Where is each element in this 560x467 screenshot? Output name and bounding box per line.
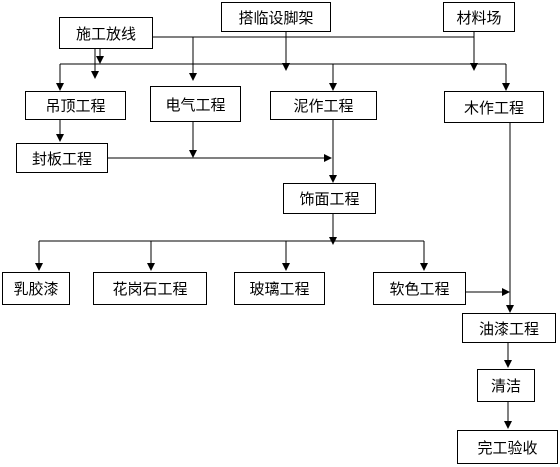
node-soft-furnishing-works: 软色工程 xyxy=(373,272,466,305)
node-label: 清洁 xyxy=(490,377,521,395)
node-electrical-works: 电气工程 xyxy=(150,86,241,122)
node-label: 电气工程 xyxy=(165,95,226,114)
node-material-yard: 材料场 xyxy=(443,2,515,32)
node-label: 木作工程 xyxy=(463,98,524,117)
node-label: 泥作工程 xyxy=(293,97,354,115)
node-ceiling-works: 吊顶工程 xyxy=(25,91,126,120)
node-glass-works: 玻璃工程 xyxy=(234,272,325,305)
node-masonry-works: 泥作工程 xyxy=(270,91,377,120)
node-label: 完工验收 xyxy=(477,438,538,457)
node-label: 花岗石工程 xyxy=(112,280,188,298)
node-label: 搭临设脚架 xyxy=(238,8,314,27)
node-construction-layout: 施工放线 xyxy=(59,17,153,49)
node-completion-acceptance: 完工验收 xyxy=(457,430,558,464)
node-board-works: 封板工程 xyxy=(16,143,108,173)
node-scaffolding: 搭临设脚架 xyxy=(221,2,331,32)
node-label: 乳胶漆 xyxy=(13,280,59,298)
node-decoration-works: 饰面工程 xyxy=(283,183,376,214)
node-label: 施工放线 xyxy=(75,24,136,43)
node-label: 饰面工程 xyxy=(299,190,360,208)
node-granite-works: 花岗石工程 xyxy=(93,272,207,305)
node-latex-paint: 乳胶漆 xyxy=(2,272,70,305)
node-cleaning: 清洁 xyxy=(477,369,535,402)
node-label: 油漆工程 xyxy=(478,319,539,338)
node-label: 软色工程 xyxy=(389,280,450,298)
node-carpentry-works: 木作工程 xyxy=(444,91,544,123)
node-label: 吊顶工程 xyxy=(45,97,106,115)
node-painting-works: 油漆工程 xyxy=(462,313,556,343)
node-label: 材料场 xyxy=(456,8,502,27)
node-label: 封板工程 xyxy=(31,149,92,168)
node-label: 玻璃工程 xyxy=(249,280,310,298)
